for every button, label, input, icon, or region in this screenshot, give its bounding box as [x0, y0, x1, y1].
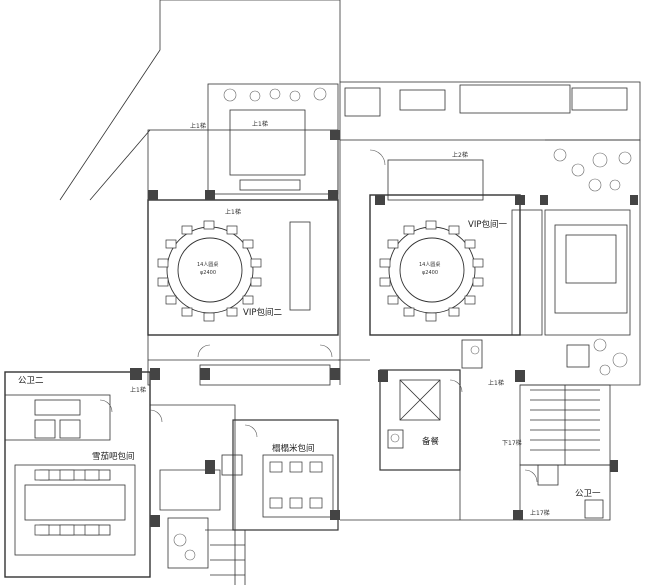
vip1-table-caption: 14人圆桌 [419, 262, 441, 268]
room-label-tatami: 榻榻米包间 [272, 444, 315, 454]
vip2-table-caption: 14人圆桌 [197, 262, 219, 268]
stair-mark-up17: 上17梯 [530, 510, 550, 517]
room-label-wc1: 公卫一 [575, 489, 601, 499]
stair-mark-down17: 下17梯 [502, 440, 522, 447]
stair-mark-up1: 上1梯 [190, 123, 206, 130]
stair-mark-up2: 上2梯 [452, 152, 468, 159]
vip1-table-size: φ2400 [422, 270, 439, 276]
vip2-table-size: φ2400 [200, 270, 217, 276]
stair-mark-up1: 上1梯 [252, 121, 268, 128]
room-label-pantry: 备餐 [422, 437, 440, 447]
room-label-wc2: 公卫二 [18, 376, 44, 386]
stair-mark-up1: 上1梯 [130, 387, 146, 394]
stair-mark-up1: 上1梯 [225, 209, 241, 216]
room-label-vip1: VIP包间一 [468, 220, 507, 230]
room-label-cigar: 雪茄吧包间 [92, 452, 135, 462]
room-label-vip2: VIP包间二 [243, 308, 282, 318]
stair-mark-up1: 上1梯 [488, 380, 504, 387]
